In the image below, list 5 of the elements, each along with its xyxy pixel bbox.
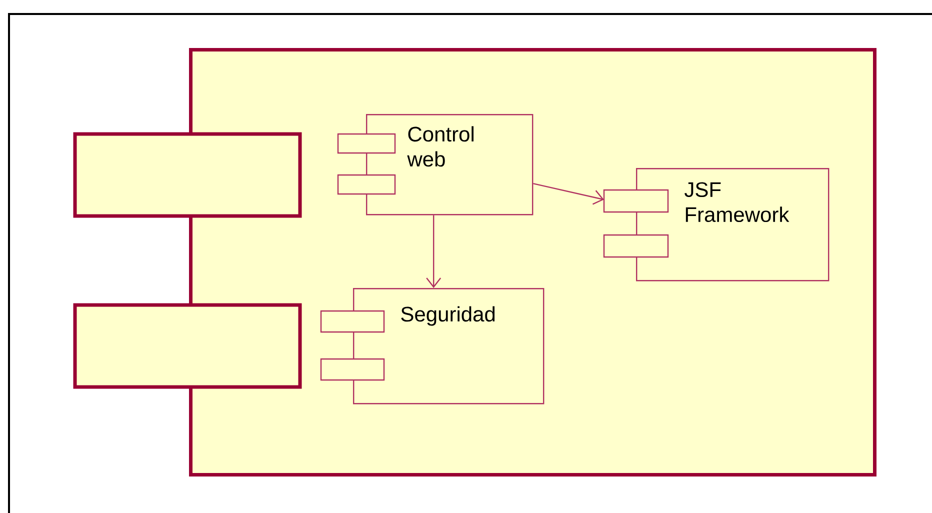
component-box: JSF Framework [603,168,830,282]
arrow [533,183,604,205]
component-box: Control web [337,114,534,216]
component-box: Seguridad [320,288,544,404]
arrow [426,215,442,288]
